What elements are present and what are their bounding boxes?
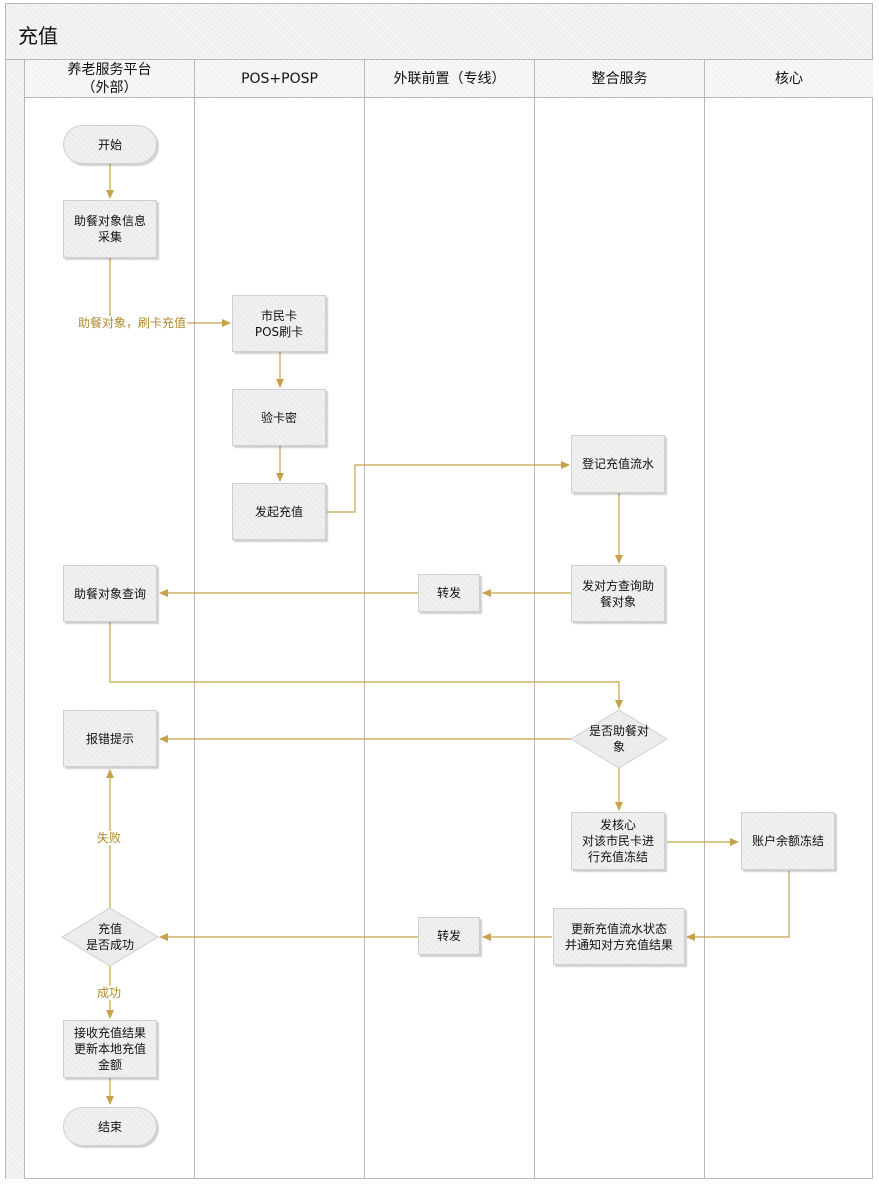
lane-divider — [534, 98, 535, 1179]
decision-success-diamond — [61, 907, 159, 967]
edge-label-success: 成功 — [96, 986, 123, 1000]
lane-divider — [704, 98, 705, 1179]
node-update-notify: 更新充值流水状态 并通知对方充值结果 — [553, 908, 685, 965]
node-initiate-recharge: 发起充值 — [232, 483, 326, 540]
node-forward-1: 转发 — [418, 574, 480, 612]
node-register-flow: 登记充值流水 — [571, 435, 665, 493]
node-forward-2: 转发 — [418, 917, 480, 955]
node-query-target: 助餐对象查询 — [63, 565, 157, 622]
lane-divider — [194, 98, 195, 1179]
node-start: 开始 — [63, 125, 157, 164]
edge-query-istarget — [109, 622, 623, 709]
lane-header-platform: 养老服务平台 （外部） — [25, 60, 195, 98]
node-end: 结束 — [63, 1107, 157, 1146]
node-freeze-request: 发核心 对该市民卡进 行充值冻结 — [571, 812, 665, 870]
node-send-query: 发对方查询助 餐对象 — [571, 565, 665, 622]
edge-initiate-register — [327, 461, 570, 513]
lane-header-pos: POS+POSP — [195, 60, 365, 98]
lane-divider — [364, 98, 365, 1179]
lane-header-frontend: 外联前置（专线） — [365, 60, 535, 98]
decision-is-target-diamond — [570, 709, 668, 769]
node-is-target-label: 是否助餐对 象 — [588, 724, 649, 754]
node-error-prompt: 报错提示 — [63, 710, 157, 767]
node-balance-freeze: 账户余额冻结 — [741, 812, 835, 870]
diagram-title: 充值 — [18, 24, 58, 48]
title-bar: 充值 — [5, 3, 873, 60]
edge-freeze-update — [686, 871, 790, 941]
pool-left-strip — [5, 60, 25, 1179]
edge-label-collect-swipe: 助餐对象，刷卡充值 — [77, 316, 188, 330]
node-verify-pin: 验卡密 — [232, 389, 326, 446]
lane-header-core: 核心 — [705, 60, 873, 98]
edge-label-fail: 失败 — [96, 831, 123, 845]
node-collect-info: 助餐对象信息 采集 — [63, 200, 157, 258]
node-success-check-label: 充值 是否成功 — [85, 922, 134, 952]
node-receive-result: 接收充值结果 更新本地充值 金额 — [63, 1020, 157, 1078]
lane-header-integration: 整合服务 — [535, 60, 705, 98]
node-pos-swipe: 市民卡 POS刷卡 — [232, 295, 326, 352]
edge-collect-swipe — [109, 258, 231, 327]
